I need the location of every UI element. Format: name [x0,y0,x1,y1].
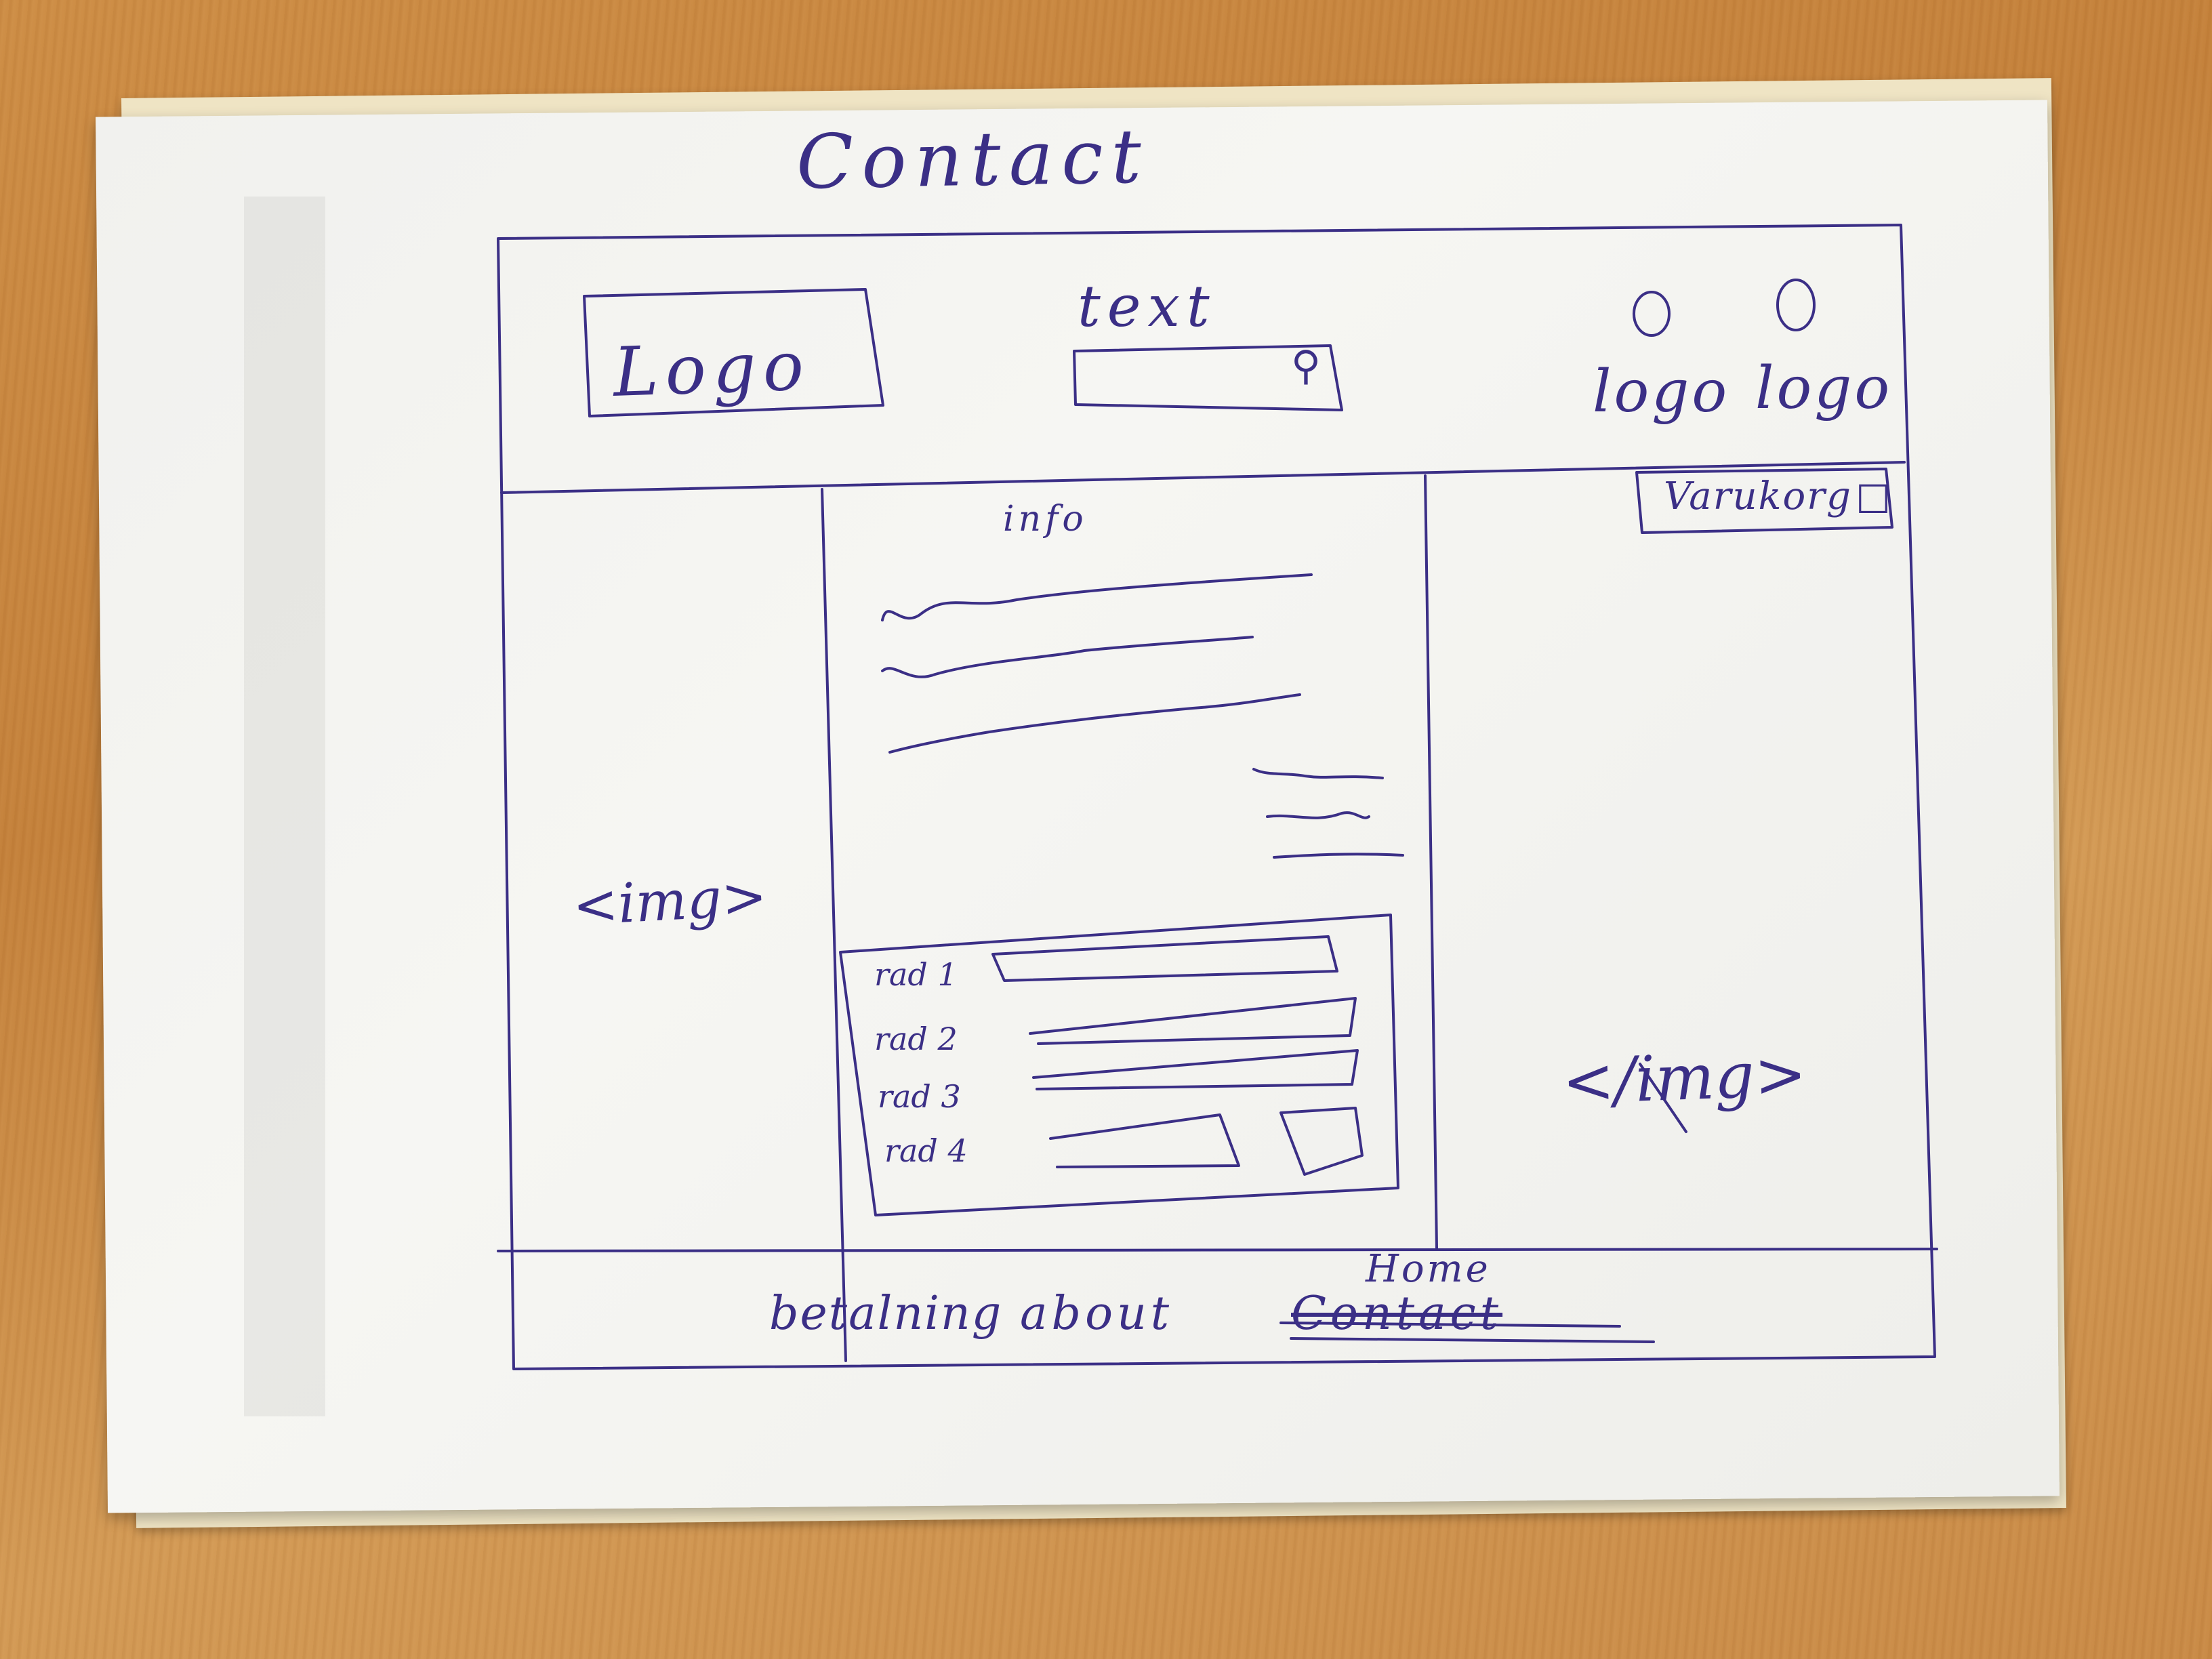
info-heading: info [1003,499,1088,539]
show-through-shadow [244,197,325,1416]
social-logo-label-1[interactable]: logo [1593,358,1730,426]
search-box [1073,344,1343,411]
search-label: text [1078,273,1216,340]
footer-link-betalning[interactable]: betalning [769,1287,1003,1340]
left-image-placeholder: <img> [571,864,769,938]
social-logo-label-2[interactable]: logo [1755,354,1893,422]
form-field-3 [1032,1049,1359,1090]
info-text-line-3 [888,693,1301,754]
form-field-1 [991,935,1338,982]
info-note-line-2 [1266,811,1370,819]
form-row-label-4: rad 4 [884,1132,968,1169]
footer-strike-1 [1279,1322,1621,1328]
form-row-label-2: rad 2 [874,1021,958,1057]
info-text-line-2 [881,636,1254,678]
cart-box [1635,468,1893,534]
outer-frame [497,224,1936,1370]
footer-link-home[interactable]: Home [1366,1247,1491,1291]
cart-label[interactable]: Varukorg [1664,474,1852,518]
info-note-line-3 [1273,853,1404,859]
page-title: Contact [795,112,1150,206]
right-image-placeholder: </img> [1561,1037,1808,1119]
social-circle-2 [1776,279,1816,331]
form-row-label-1: rad 1 [874,956,958,993]
footer-link-about[interactable]: about [1020,1287,1174,1340]
right-image-slash [1639,1063,1687,1133]
cart-icon[interactable]: ☐ [1856,476,1891,523]
info-note-line-1 [1252,768,1384,779]
footer-link-contact-struck: Contact [1291,1287,1503,1340]
info-text-line-1 [881,573,1313,621]
column-divider-right [1424,474,1438,1250]
social-circle-1 [1633,291,1671,337]
search-icon[interactable]: ⚲ [1291,342,1321,390]
footer-divider [497,1248,1938,1252]
logo-label: Logo [612,325,812,413]
footer-strike-2 [1290,1337,1655,1343]
column-divider-left [821,488,847,1362]
contact-form-box [839,914,1399,1216]
form-row-label-3: rad 3 [878,1078,961,1115]
logo-box [583,288,884,417]
form-submit-button [1279,1107,1364,1176]
header-divider [500,461,1906,494]
form-field-4 [1049,1113,1240,1168]
form-field-2 [1029,997,1357,1045]
